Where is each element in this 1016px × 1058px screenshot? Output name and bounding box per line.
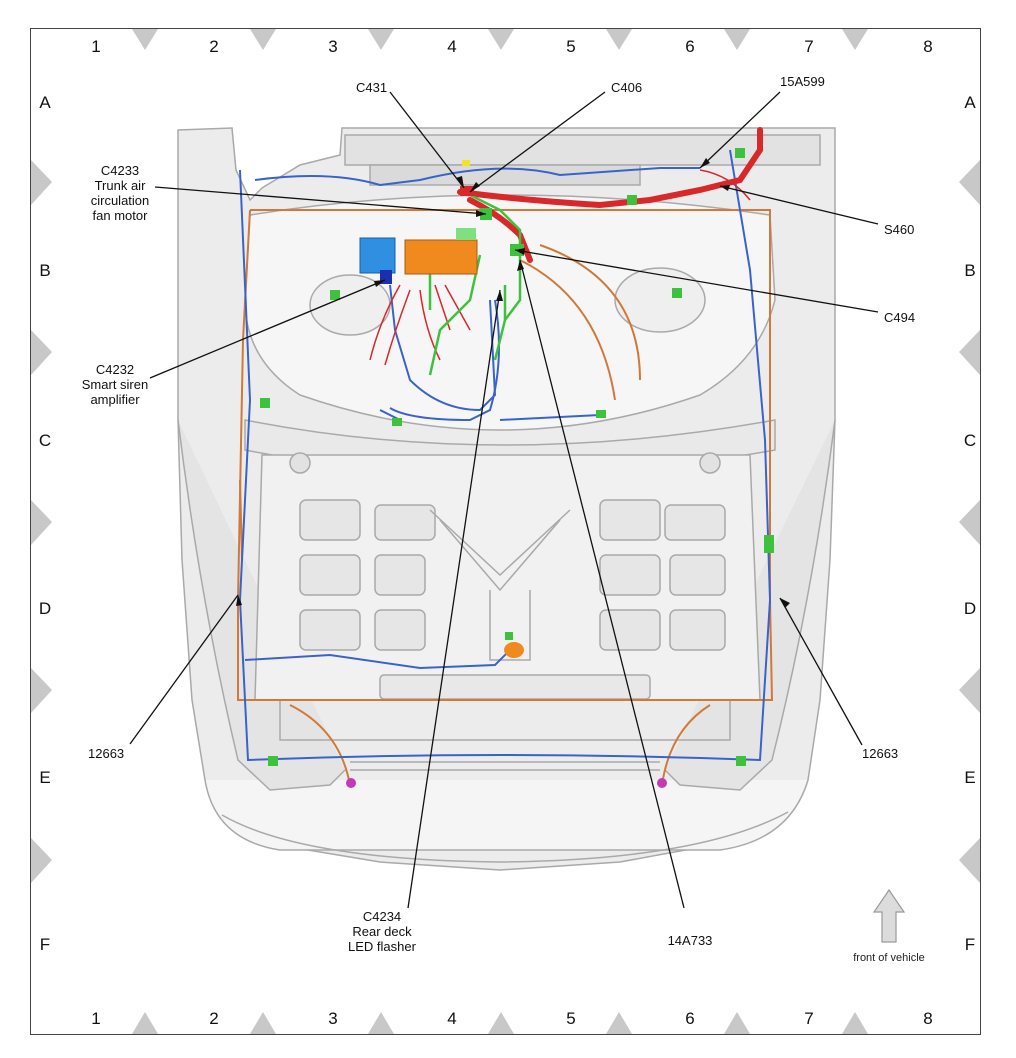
grid-row-labels-right: A B C D E F: [964, 93, 976, 954]
row-label: B: [39, 261, 50, 280]
label-14a733: 14A733: [668, 933, 713, 948]
label-c4234-code: C4234: [363, 909, 401, 924]
column-label: 3: [328, 1009, 337, 1028]
leader-lines: [129, 91, 879, 909]
column-label: 2: [209, 1009, 218, 1028]
connector-green: [735, 148, 745, 158]
label-c4232-line2: amplifier: [90, 392, 140, 407]
row-label: C: [39, 431, 51, 450]
row-label: A: [39, 93, 51, 112]
label-c4232-code: C4232: [96, 362, 134, 377]
module-orange: [404, 239, 478, 275]
label-c4233-line3: fan motor: [93, 208, 149, 223]
modules: [260, 148, 774, 788]
label-c4234-line1: Rear deck: [352, 924, 412, 939]
connector-c4234: [505, 632, 513, 640]
connector-magenta: [346, 778, 356, 788]
row-label: E: [39, 768, 50, 787]
row-label: D: [964, 599, 976, 618]
vehicle-body: [177, 127, 836, 871]
connector-c406: [460, 186, 474, 196]
column-label: 2: [209, 37, 218, 56]
callout-labels: C431 C406 15A599 C4233 Trunk air circula…: [82, 74, 915, 954]
leader-arrowheads: [236, 158, 790, 608]
column-label: 4: [447, 37, 456, 56]
label-c406: C406: [611, 80, 642, 95]
row-label: D: [39, 599, 51, 618]
label-c4234-line2: LED flasher: [348, 939, 417, 954]
grid-column-labels-bottom: 1 2 3 4 5 6 7 8: [91, 1009, 932, 1028]
connector-magenta: [657, 778, 667, 788]
harness-green: [428, 193, 522, 376]
label-c431: C431: [356, 80, 387, 95]
connector-green: [672, 288, 682, 298]
row-label: F: [965, 935, 975, 954]
column-label: 6: [685, 37, 694, 56]
label-15a599: 15A599: [780, 74, 825, 89]
label-c4233-line2: circulation: [91, 193, 150, 208]
column-label: 5: [566, 1009, 575, 1028]
smart-siren-amplifier-module: [359, 237, 396, 274]
row-label: E: [964, 768, 975, 787]
column-label: 4: [447, 1009, 456, 1028]
connector-green: [268, 756, 278, 766]
harness-orange: [237, 209, 774, 786]
connector-c431: [462, 160, 470, 166]
row-label: C: [964, 431, 976, 450]
connector-green-block: [456, 228, 476, 240]
rear-deck-led-flasher: [504, 642, 524, 658]
up-arrow-icon: [872, 888, 906, 943]
column-label: 8: [923, 37, 932, 56]
label-s460: S460: [884, 222, 914, 237]
connector-green: [736, 756, 746, 766]
grid-column-labels-top: 1 2 3 4 5 6 7 8: [91, 37, 932, 56]
grid-row-labels-left: A B C D E F: [39, 93, 51, 954]
column-label: 7: [804, 37, 813, 56]
grid-markers: [31, 29, 980, 1034]
label-12663-left: 12663: [88, 746, 124, 761]
label-c4232-line1: Smart siren: [82, 377, 148, 392]
column-label: 5: [566, 37, 575, 56]
label-c4233-line1: Trunk air: [95, 178, 146, 193]
row-label: A: [964, 93, 976, 112]
connector-green: [627, 195, 637, 205]
column-label: 7: [804, 1009, 813, 1028]
column-label: 1: [91, 1009, 100, 1028]
connector-green: [596, 410, 606, 418]
connector-green: [764, 535, 774, 553]
row-label: F: [40, 935, 50, 954]
column-label: 1: [91, 37, 100, 56]
label-c4233-code: C4233: [101, 163, 139, 178]
column-label: 6: [685, 1009, 694, 1028]
column-label: 3: [328, 37, 337, 56]
front-of-vehicle-label: front of vehicle: [853, 952, 925, 964]
row-label: B: [964, 261, 975, 280]
front-of-vehicle-indicator: front of vehicle: [853, 888, 925, 964]
connector-green: [392, 418, 402, 426]
connector-green: [330, 290, 340, 300]
label-c494: C494: [884, 310, 915, 325]
column-label: 8: [923, 1009, 932, 1028]
label-12663-right: 12663: [862, 746, 898, 761]
connector-green: [260, 398, 270, 408]
